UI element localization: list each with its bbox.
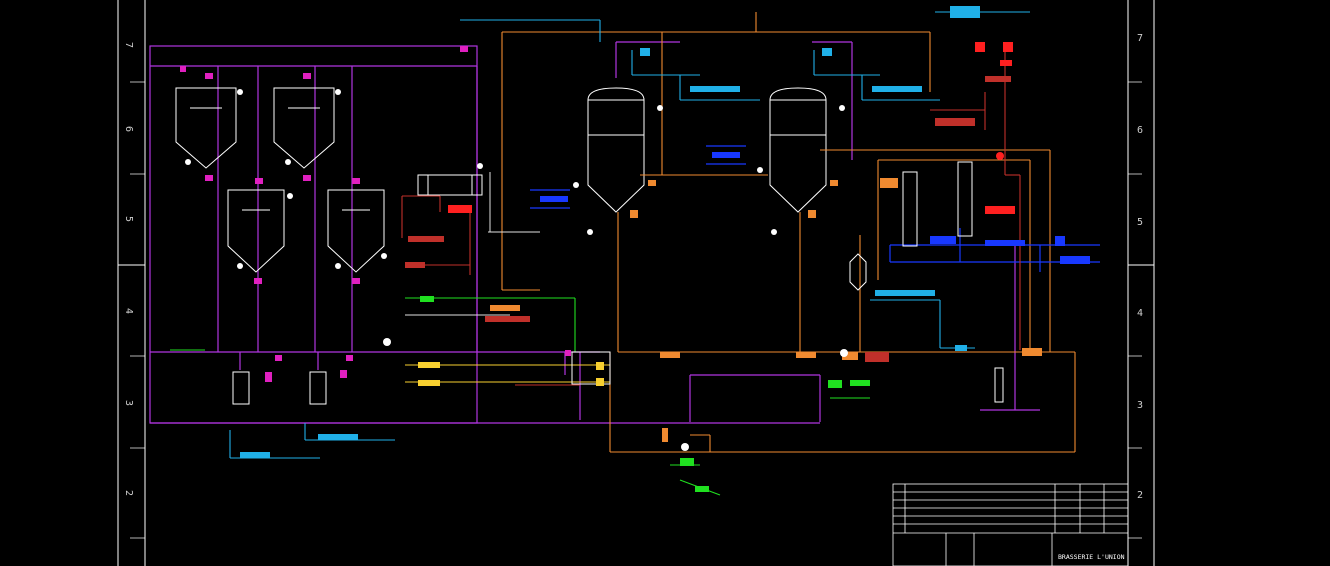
row-number: 4 (123, 308, 134, 314)
fermenter-tank (273, 87, 335, 169)
pump-skid (571, 351, 611, 385)
row-numbers-left: 7 6 5 4 3 2 (123, 42, 134, 496)
row-number: 3 (1137, 400, 1143, 411)
row-number: 5 (1137, 217, 1143, 228)
row-number: 7 (123, 42, 134, 48)
fermenter-tank (227, 189, 285, 273)
red-piping (401, 50, 1021, 386)
white-piping (405, 172, 540, 316)
row-number: 7 (1137, 33, 1143, 44)
brew-kettles (587, 87, 827, 213)
title-block-company: BRASSERIE L'UNION (1058, 553, 1125, 561)
row-number: 4 (1137, 308, 1143, 319)
wort-cooler (902, 171, 918, 247)
fermenter-tank (327, 189, 385, 273)
fermenter-tank (175, 87, 237, 169)
row-number: 3 (123, 400, 134, 406)
row-numbers-right: 7 6 5 4 3 2 (1137, 33, 1143, 501)
filter-housing (309, 371, 327, 405)
drawing-frame (117, 0, 1155, 566)
instrument-markers (180, 6, 1090, 492)
red-valves (448, 42, 1015, 214)
row-number: 6 (123, 126, 134, 132)
wort-cooler (957, 161, 973, 237)
purple-piping (149, 41, 1040, 424)
row-number: 5 (123, 216, 134, 222)
brew-kettle (587, 87, 645, 213)
gas-cylinder (994, 367, 1004, 403)
row-number: 2 (1137, 490, 1143, 501)
separator-vessel (849, 253, 867, 291)
equipment (232, 161, 1004, 405)
green-piping (170, 297, 870, 496)
heat-exchanger (417, 174, 483, 196)
filter-housing (232, 371, 250, 405)
cyan-piping (229, 11, 1030, 459)
title-block (892, 483, 1129, 566)
fermenter-tanks (175, 87, 385, 273)
brew-kettle (769, 87, 827, 213)
row-number: 6 (1137, 125, 1143, 136)
row-number: 2 (123, 490, 134, 496)
